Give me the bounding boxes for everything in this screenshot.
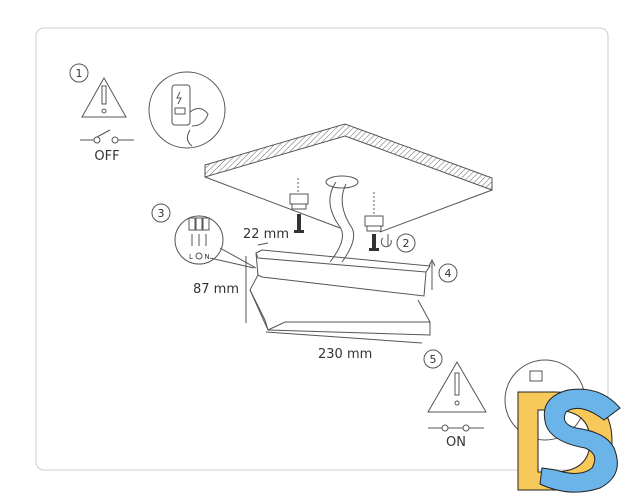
step-2-number: 2 (403, 237, 410, 250)
ceiling-slab (204, 123, 493, 263)
height-dimension: 87 mm (193, 282, 239, 297)
step-2-badge (396, 233, 416, 253)
ground-icon (195, 252, 203, 260)
step-4-badge (438, 263, 458, 283)
step-5-number: 5 (430, 353, 437, 366)
step-5-badge (423, 349, 443, 369)
step-1-number: 1 (76, 67, 83, 80)
terminal-l-label: L (189, 253, 193, 261)
off-label: OFF (94, 149, 119, 164)
ceiling-hole (325, 175, 359, 189)
depth-dimension: 22 mm (243, 227, 289, 242)
push-up-arrow-icon (428, 258, 436, 290)
mounting-bracket-right (364, 192, 384, 232)
depth-dimension-line (257, 242, 269, 246)
step-4-number: 4 (445, 267, 452, 280)
step-1-badge (69, 63, 89, 83)
screw-icon (369, 234, 379, 251)
power-cable (329, 181, 355, 263)
wall-switch-hand-icon (148, 71, 226, 149)
step-3-number: 3 (158, 207, 165, 220)
track-lamp (249, 249, 431, 336)
screw-icon (294, 214, 304, 233)
warning-icon (427, 361, 487, 413)
mounting-bracket-left (289, 178, 309, 210)
step-3-badge (151, 203, 171, 223)
length-dimension-line (265, 331, 423, 344)
diagram-frame (35, 27, 609, 471)
step-1: 1 OFF (69, 63, 226, 164)
terminal-block-detail (174, 215, 257, 269)
switch-off-icon (80, 129, 134, 144)
switch-on-icon (428, 424, 484, 432)
terminal-n-label: N (204, 253, 209, 261)
rotate-screw-icon (380, 234, 392, 248)
on-label: ON (446, 435, 466, 450)
ds-logo (517, 388, 621, 493)
warning-icon (81, 76, 127, 118)
length-dimension: 230 mm (318, 347, 372, 362)
